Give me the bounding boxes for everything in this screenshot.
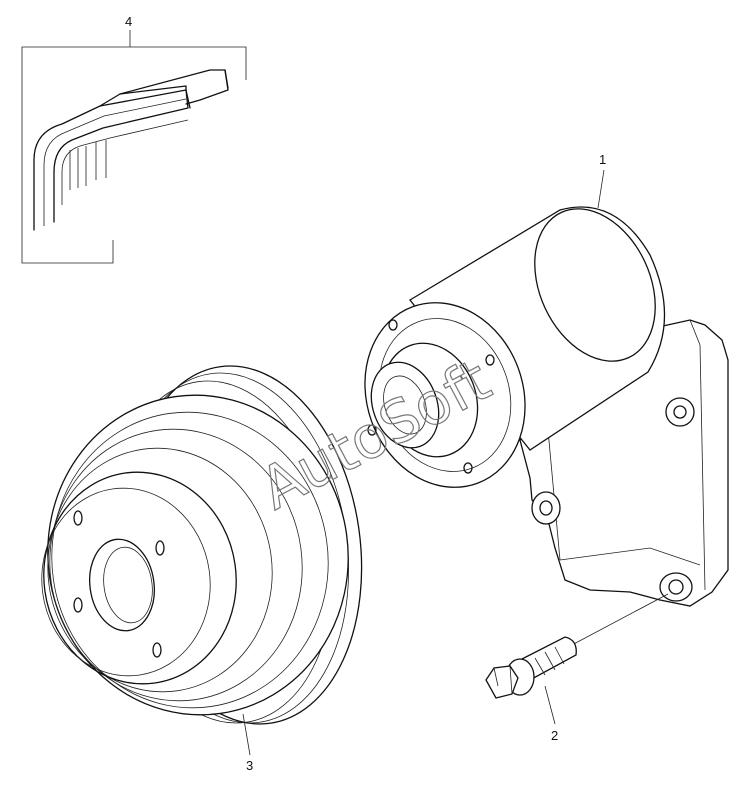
- water-pump: [364, 206, 729, 607]
- leader-line-1: [597, 169, 605, 209]
- pulley-center-bore: [89, 538, 155, 632]
- plate-bolt-hole-upper: [665, 397, 695, 427]
- leader-line-2: [544, 685, 556, 725]
- pulley-bolt-hole: [155, 540, 165, 556]
- pulley-bolt-hole: [73, 510, 83, 526]
- pulley-bolt-hole: [73, 597, 83, 613]
- leader-line-3: [242, 713, 251, 756]
- belt-drawing: [33, 69, 229, 231]
- pump-hub-bore: [370, 361, 440, 449]
- callout-4: 4: [125, 14, 132, 29]
- plate-bolt-hole-left: [531, 491, 561, 525]
- flange-bolt: [485, 593, 669, 699]
- callout-2: 2: [551, 728, 558, 743]
- pulley: [41, 365, 363, 725]
- callout-1: 1: [599, 152, 606, 167]
- callout-3: 3: [246, 758, 253, 773]
- detail-box-belt: [21, 46, 247, 264]
- pulley-bolt-hole: [152, 642, 162, 658]
- plate-bolt-hole-lower: [659, 572, 693, 602]
